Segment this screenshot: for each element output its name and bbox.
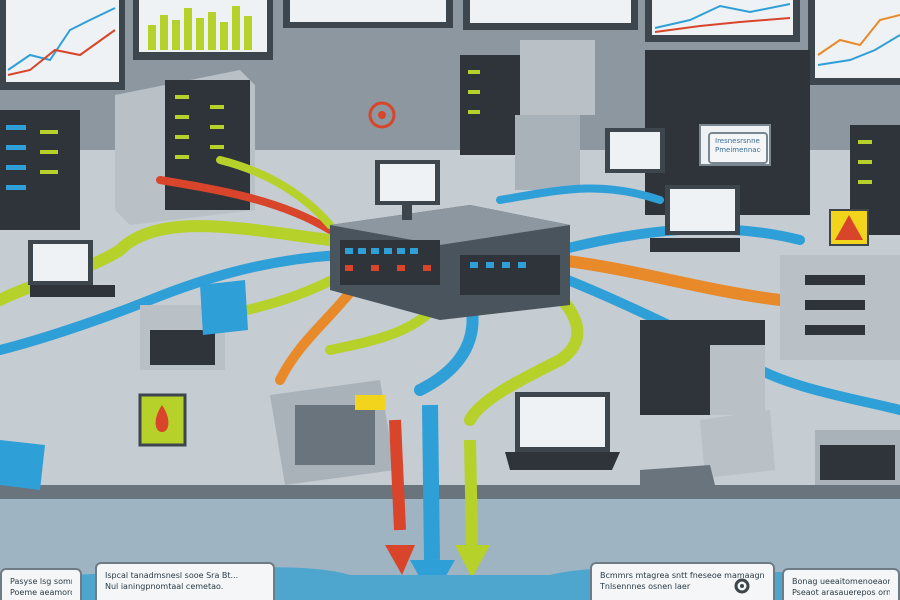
warning-triangle-icon (829, 209, 869, 246)
caption-card-2: Ispcal tanadmsnesl sooe Sra Bt... Nul ia… (95, 562, 275, 600)
caption-card-2-line-2: Nul ianingpnomtaal cemetao. (105, 582, 224, 591)
caption-card-4-line-1: Bonag ueeaitomenoeaomol omena (792, 577, 890, 586)
server-rack-left (0, 110, 80, 230)
desk-monitor-right (650, 185, 740, 252)
wall-monitor-2 (133, 0, 273, 60)
caption-card-1: Pasyse lsg somnrmetooal Poeme aeamoroe r… (0, 568, 82, 600)
server-cabinet-center (460, 40, 595, 190)
tablet-left (0, 440, 45, 490)
caption-card-3-line-2: Tnlsennnes osnen laer (600, 582, 691, 591)
status-note: Iresnesrsnne sasnoe Pmeimennaceome aaneo… (708, 132, 768, 164)
gear-icon (734, 578, 750, 594)
caption-card-1-line-1: Pasyse lsg somnrmetooal (10, 577, 72, 586)
wall-monitor-1 (0, 0, 125, 90)
server-tower-right (640, 320, 765, 415)
network-appliance-left (140, 305, 225, 370)
wall-monitor-3 (283, 0, 453, 28)
laptop-right (640, 410, 775, 488)
data-flow-arrows (385, 404, 490, 600)
caption-card-3-line-1: Bcmmrs mtagrea sntt fneseoe mamaagn. (600, 571, 765, 580)
server-rack-tall (115, 70, 255, 225)
caption-card-4: Bonag ueeaitomenoeaomol omena Pseaot ara… (782, 568, 900, 600)
wall-monitor-6 (808, 0, 900, 85)
wall-monitor-4 (463, 0, 638, 30)
status-note-line-2: Pmeimennaceome aaneoe (715, 146, 761, 154)
laptop-center (505, 392, 620, 470)
caption-card-2-line-1: Ispcal tanadmsnesl sooe Sra Bt... (105, 571, 239, 580)
desk-edge (0, 485, 900, 499)
desk-monitor-far-right (605, 128, 665, 173)
wifi-signal-icon (368, 101, 396, 129)
central-network-switch (330, 205, 570, 320)
alert-badge-icon (138, 393, 187, 447)
wall-monitor-5 (645, 0, 800, 42)
storage-array-right (780, 255, 900, 485)
status-note-line-1: Iresnesrsnne sasnoe (715, 137, 761, 145)
caption-card-4-line-2: Pseaot arasauerepos ornermenrol (792, 588, 890, 597)
network-appliance-bottom (270, 380, 395, 485)
desk-monitor-left (28, 240, 115, 297)
tablet-blue (200, 280, 248, 335)
desk-monitor-center (375, 160, 440, 220)
caption-card-1-line-2: Poeme aeamoroe roe teno (10, 588, 72, 597)
